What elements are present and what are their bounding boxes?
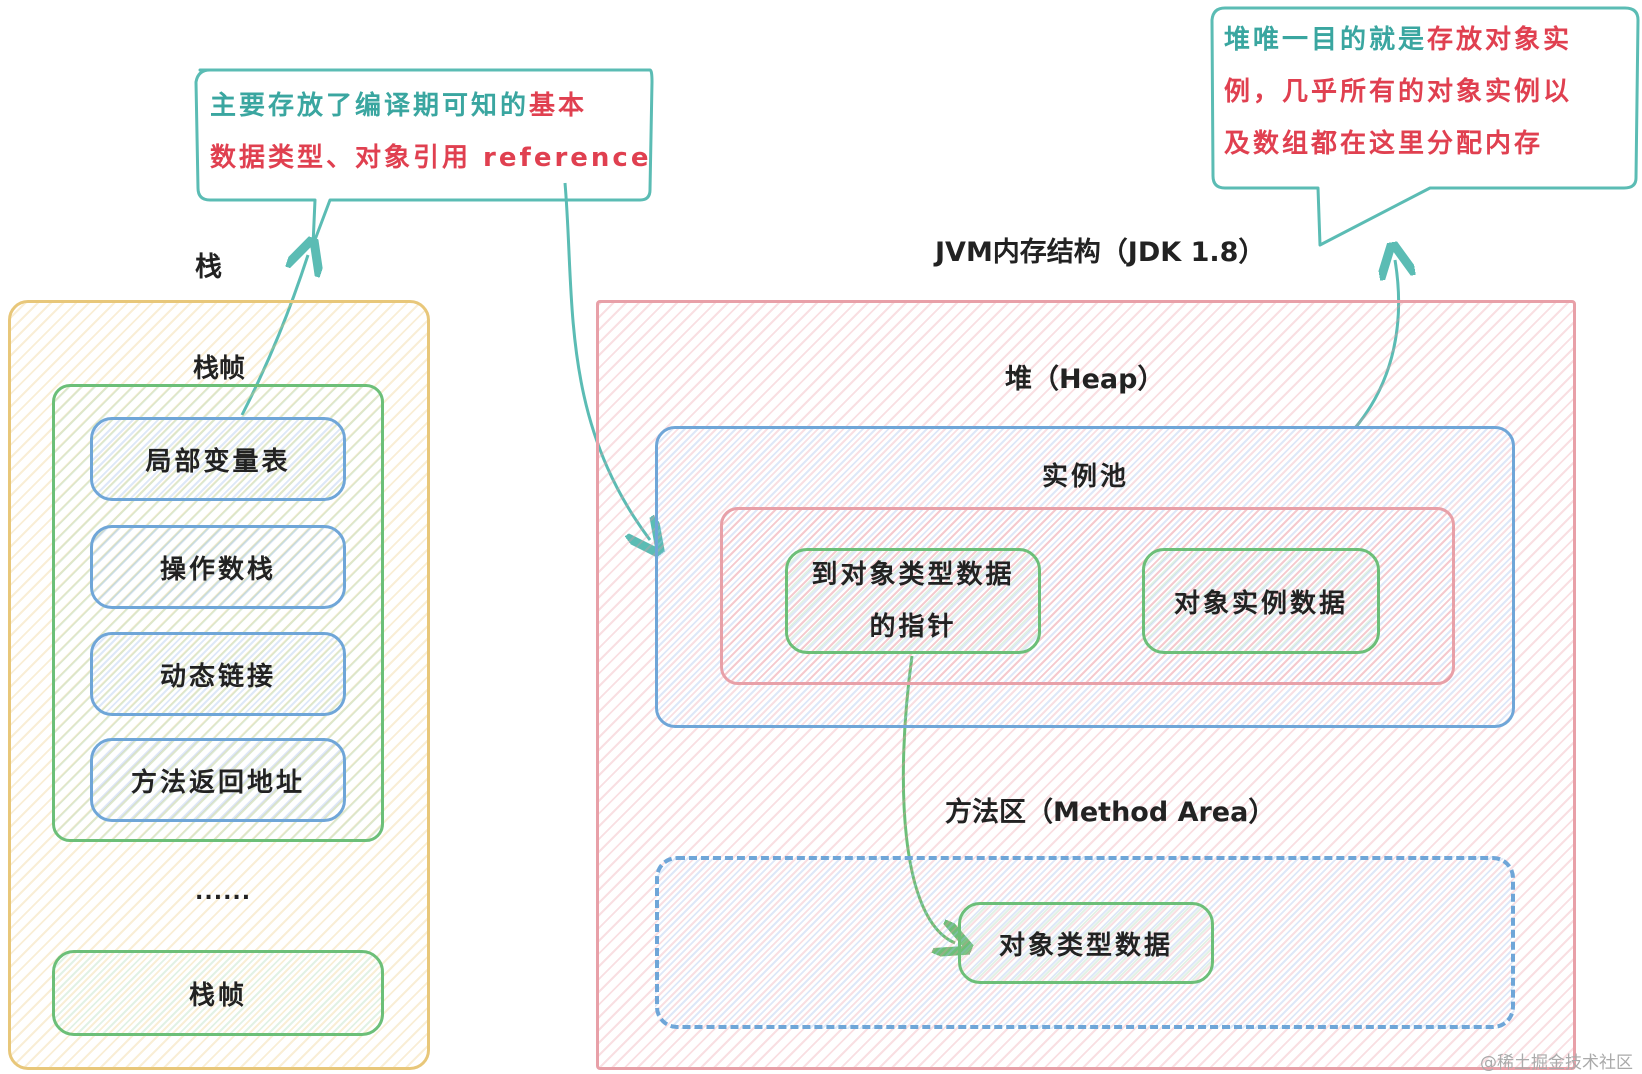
stack-frame-title: 栈帧 [193,354,246,384]
stack-frame-container [52,384,384,842]
left-bubble-line1-teal: 主要存放了编译期可知的 [210,91,530,121]
return-address: 方法返回地址 [90,738,346,822]
type-data-pointer-line2: 的指针 [869,612,957,642]
operand-stack: 操作数栈 [90,525,346,609]
stack-ellipsis: ...... [195,880,252,905]
instance-pool-title: 实例池 [1042,462,1130,492]
object-type-data-box: 对象类型数据 [958,902,1214,984]
arrow-local-vars-to-bubble [240,255,308,416]
object-instance-data-box: 对象实例数据 [1142,548,1380,654]
heap-container [655,426,1515,728]
local-variable-table: 局部变量表 [90,417,346,501]
type-data-pointer-line1: 到对象类型数据 [811,560,1015,590]
method-area-container [655,856,1515,1029]
right-bubble-line1-red: 存放对象实 [1427,25,1573,55]
diagram-title: JVM内存结构（JDK 1.8） [935,237,1266,268]
heap-title: 堆（Heap） [1005,364,1165,395]
left-bubble-line2: 数据类型、对象引用 reference [210,143,652,173]
right-bubble-line2: 例，几乎所有的对象实例以 [1224,77,1573,107]
watermark: @稀土掘金技术社区 [1480,1053,1633,1073]
stack-container [8,300,430,1070]
arrow-heap-to-bubble [1353,260,1399,429]
left-bubble-line1-red: 基本 [529,91,588,121]
method-area-title: 方法区（Method Area） [945,797,1276,828]
stack-frame-bottom: 栈帧 [52,950,384,1036]
stack-title: 栈 [195,252,222,283]
dynamic-linking: 动态链接 [90,632,346,716]
type-data-pointer-box: 到对象类型数据 的指针 [785,548,1041,654]
arrow-reference-to-heap [563,182,650,540]
right-bubble-line1-teal: 堆唯一目的就是 [1224,25,1428,55]
right-bubble-line3: 及数组都在这里分配内存 [1224,129,1544,159]
left-bubble-text: 主要存放了编译期可知的基本 数据类型、对象引用 reference [210,80,651,184]
right-bubble-outline [1210,6,1640,247]
right-bubble-text: 堆唯一目的就是存放对象实 例，几乎所有的对象实例以 及数组都在这里分配内存 [1224,14,1572,170]
arrow-pointer-to-type-data [901,655,955,943]
instance-pool-container [720,507,1455,685]
